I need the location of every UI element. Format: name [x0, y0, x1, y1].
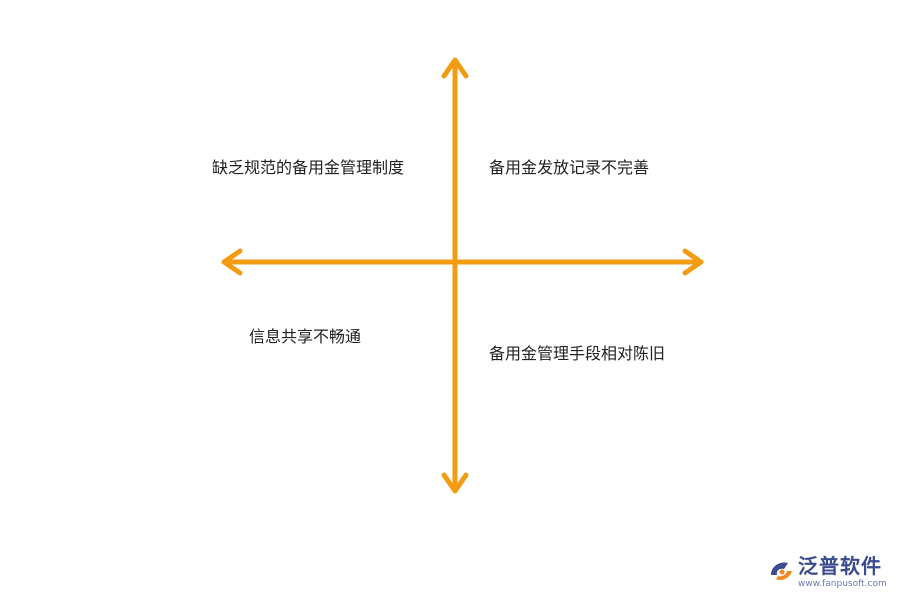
- quadrant-label-bottom-left: 信息共享不畅通: [249, 327, 362, 346]
- arrow-left-icon: [221, 248, 243, 276]
- brand-url: www.fanpusoft.com: [798, 579, 887, 589]
- quadrant-label-top-left: 缺乏规范的备用金管理制度: [212, 158, 405, 177]
- brand-name: 泛普软件: [798, 554, 882, 578]
- arrow-right-icon: [682, 248, 704, 276]
- brand-logo: 泛普软件 www.fanpusoft.com: [768, 553, 894, 593]
- arrow-down-icon: [441, 472, 469, 494]
- arrow-up-icon: [441, 57, 469, 79]
- quadrant-label-bottom-right: 备用金管理手段相对陈旧: [489, 344, 666, 363]
- quadrant-label-top-right: 备用金发放记录不完善: [489, 158, 650, 177]
- brand-mark-icon: [771, 562, 792, 581]
